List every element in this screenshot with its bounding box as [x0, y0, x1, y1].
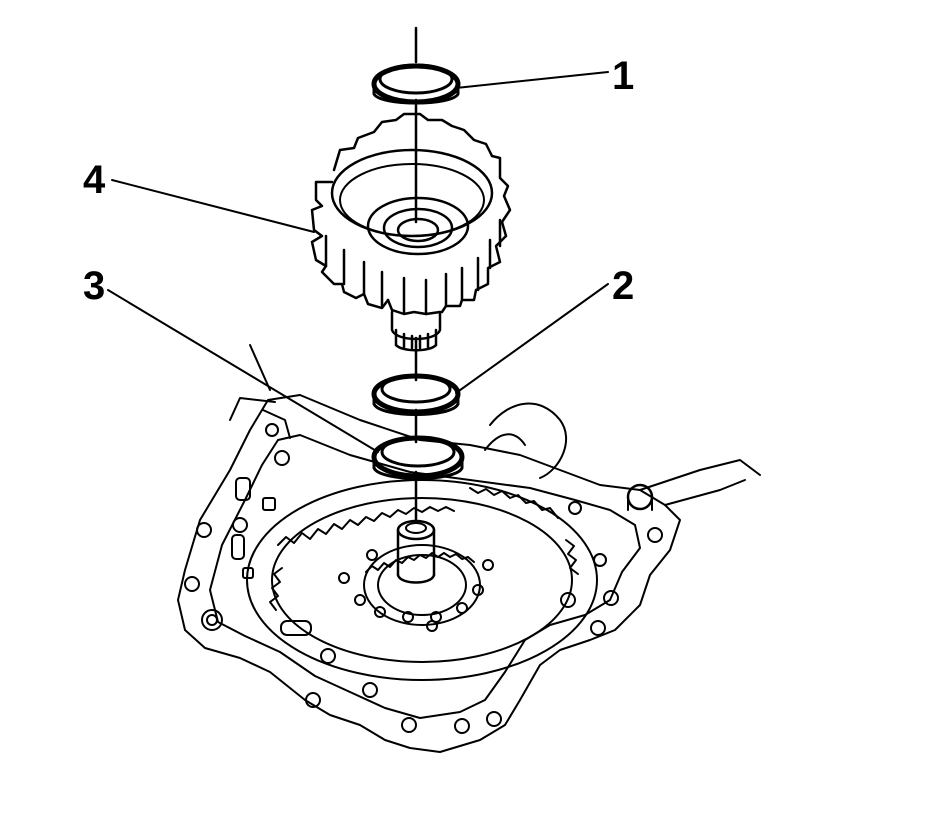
transmission-case [177, 344, 761, 753]
gear-drum [310, 112, 512, 352]
thrust-washer-3 [371, 435, 465, 480]
callout-2: 2 [612, 264, 635, 308]
callout-3: 3 [83, 264, 106, 308]
thrust-washer-2 [371, 373, 461, 416]
callout-1: 1 [612, 54, 635, 98]
callout-4: 4 [83, 158, 106, 202]
thrust-washer-1 [371, 63, 461, 105]
input-shaft [396, 519, 436, 584]
leader-lines [107, 71, 609, 453]
case-ring-gear [246, 479, 598, 681]
